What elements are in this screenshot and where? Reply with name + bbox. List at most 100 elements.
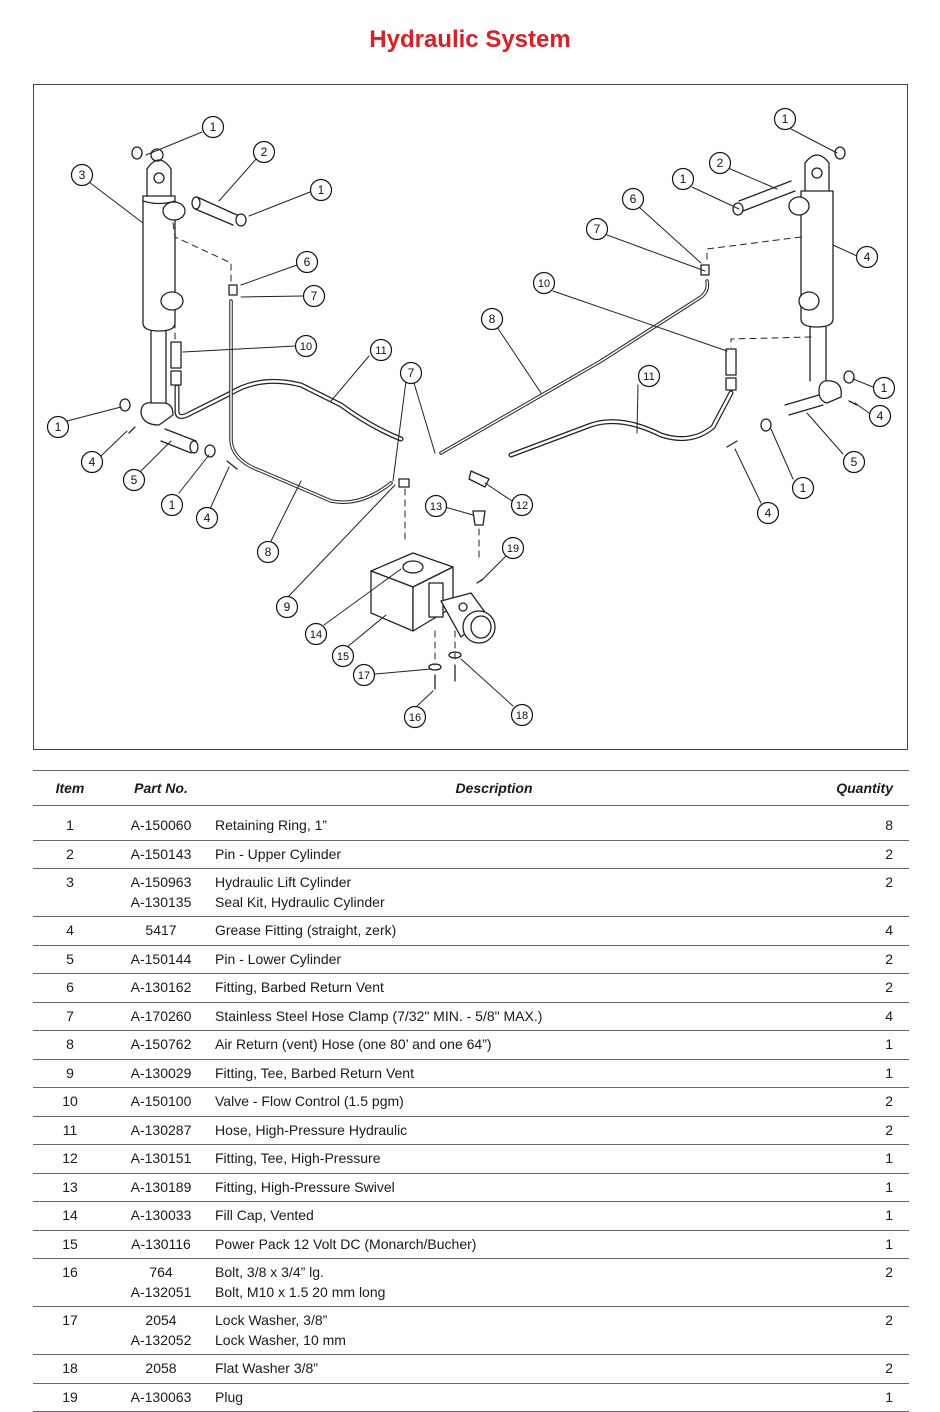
callout-7: 7 <box>311 289 318 303</box>
description-line: Pin - Lower Cylinder <box>215 950 342 967</box>
callout-18: 18 <box>516 710 528 722</box>
callout-11: 11 <box>643 371 654 383</box>
callout-1: 1 <box>169 498 176 512</box>
callout-5: 5 <box>131 473 138 487</box>
callout-4: 4 <box>89 455 96 469</box>
table-header-row: Item Part No. Description Quantity <box>33 770 909 806</box>
part-quantity: 2 <box>773 1116 909 1145</box>
part-number-line: A-150143 <box>130 845 192 862</box>
part-quantity: 2 <box>773 1306 909 1355</box>
part-quantity: 1 <box>773 1383 909 1412</box>
item-number: 1 <box>33 805 107 841</box>
part-number-line: A-130063 <box>130 1388 192 1405</box>
header-item: Item <box>33 770 107 806</box>
header-quantity: Quantity <box>773 770 909 806</box>
part-quantity: 2 <box>773 840 909 869</box>
item-number: 11 <box>33 1116 107 1145</box>
callout-16: 16 <box>409 712 421 724</box>
part-quantity: 2 <box>773 973 909 1003</box>
callout-17: 17 <box>358 670 370 682</box>
part-quantity: 2 <box>773 1258 909 1307</box>
callout-4: 4 <box>864 250 871 264</box>
item-number: 17 <box>33 1306 107 1355</box>
callout-10: 10 <box>538 278 550 290</box>
part-description: Plug <box>211 1383 773 1412</box>
part-number: A-130116 <box>107 1230 211 1259</box>
part-description: Grease Fitting (straight, zerk) <box>211 916 773 946</box>
callout-1: 1 <box>55 420 62 434</box>
item-number: 19 <box>33 1383 107 1412</box>
part-description: Air Return (vent) Hose (one 80’ and one … <box>211 1030 773 1060</box>
part-description: Fitting, Tee, High-Pressure <box>211 1144 773 1174</box>
callout-13: 13 <box>430 501 442 513</box>
item-number: 16 <box>33 1258 107 1307</box>
part-quantity: 1 <box>773 1201 909 1231</box>
diagram-drawing: 1231121674671081011117141451451412138199… <box>46 107 896 729</box>
part-number-line: 2054 <box>145 1312 177 1328</box>
part-quantity: 1 <box>773 1030 909 1060</box>
part-number-line: A-130151 <box>130 1150 192 1166</box>
description-line: Retaining Ring, 1” <box>215 817 328 833</box>
part-number-line: A-150060 <box>130 817 192 833</box>
callout-6: 6 <box>304 255 311 269</box>
part-number: A-130029 <box>107 1059 211 1088</box>
part-quantity: 8 <box>773 805 909 841</box>
part-number: A-130033 <box>107 1201 211 1231</box>
description-line: Bolt, 3/8 x 3/4” lg. <box>215 1264 324 1280</box>
callout-3: 3 <box>79 168 86 182</box>
item-number: 12 <box>33 1144 107 1174</box>
part-quantity: 2 <box>773 868 909 917</box>
part-description: Stainless Steel Hose Clamp (7/32" MIN. -… <box>211 1002 773 1031</box>
description-line: Fitting, High-Pressure Swivel <box>215 1178 395 1195</box>
part-number: A-130063 <box>107 1383 211 1412</box>
part-number-line: A-130029 <box>130 1064 192 1081</box>
part-description: Power Pack 12 Volt DC (Monarch/Bucher) <box>211 1230 773 1259</box>
callout-8: 8 <box>489 312 496 326</box>
header-part-no: Part No. <box>107 770 211 806</box>
item-number: 9 <box>33 1059 107 1088</box>
description-line: Fill Cap, Vented <box>215 1207 314 1223</box>
callout-1: 1 <box>210 120 217 134</box>
part-number-line: A-132051 <box>130 1283 192 1300</box>
callout-14: 14 <box>310 629 322 641</box>
part-number-line: A-130116 <box>131 1235 191 1252</box>
callout-8: 8 <box>265 545 272 559</box>
item-number: 4 <box>33 916 107 946</box>
part-description: Pin - Upper Cylinder <box>211 840 773 869</box>
callout-1: 1 <box>881 381 888 395</box>
power-pack <box>370 552 496 644</box>
part-number-line: A-130162 <box>130 979 192 995</box>
description-line: Grease Fitting (straight, zerk) <box>215 922 397 938</box>
header-description: Description <box>211 770 773 806</box>
item-number: 7 <box>33 1002 107 1031</box>
callout-10: 10 <box>300 341 312 353</box>
part-number: A-150143 <box>107 840 211 869</box>
part-quantity: 1 <box>773 1173 909 1202</box>
part-number: 5417 <box>107 916 211 946</box>
item-number: 15 <box>33 1230 107 1259</box>
part-description: Pin - Lower Cylinder <box>211 945 773 974</box>
description-line: Fitting, Tee, Barbed Return Vent <box>215 1064 414 1081</box>
item-number: 18 <box>33 1354 107 1384</box>
part-description: Retaining Ring, 1” <box>211 805 773 841</box>
part-number: A-170260 <box>107 1002 211 1031</box>
description-line: Power Pack 12 Volt DC (Monarch/Bucher) <box>215 1235 477 1252</box>
item-number: 13 <box>33 1173 107 1202</box>
part-number-line: A-150100 <box>130 1093 192 1109</box>
page-title: Hydraulic System <box>369 26 571 53</box>
callout-1: 1 <box>800 481 807 495</box>
part-number-line: A-150762 <box>130 1036 192 1052</box>
